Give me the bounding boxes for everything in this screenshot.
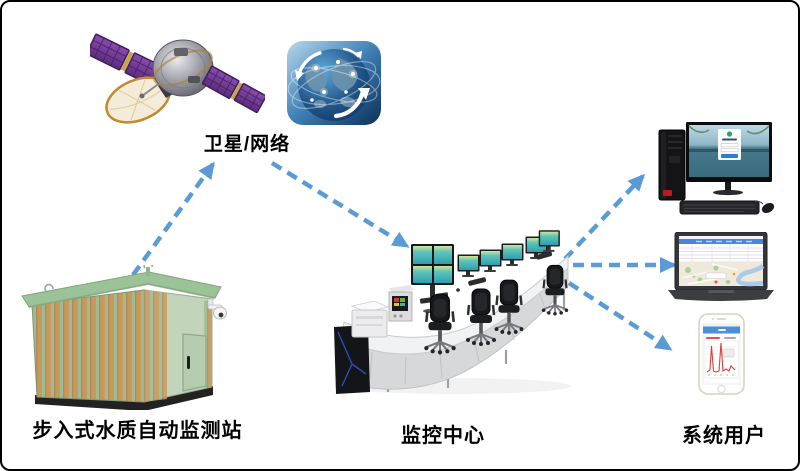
arrow-station-to-satellite <box>131 161 215 277</box>
arrow-center-to-phone <box>567 281 673 351</box>
satellite-network-label: 卫星/网络 <box>203 134 291 155</box>
login-card <box>718 129 741 160</box>
laptop-icon <box>668 232 774 301</box>
phone-chart <box>704 340 739 379</box>
monitoring-station-icon <box>21 265 227 410</box>
printer-icon <box>350 300 390 338</box>
monitoring-center-label: 监控中心 <box>401 425 485 447</box>
smartphone-icon <box>698 313 745 395</box>
arrow-center-to-desktop <box>563 173 646 261</box>
desktop-computer-icon <box>658 122 775 215</box>
arrow-satellite-to-center <box>270 161 410 248</box>
system-users-label: 系统用户 <box>682 425 766 447</box>
network-globe-icon <box>287 41 381 125</box>
satellite-icon <box>90 33 265 124</box>
control-room-icon <box>334 230 571 394</box>
monitoring-station-label: 步入式水质自动监测站 <box>32 420 243 442</box>
cctv-camera-icon <box>207 298 227 320</box>
control-device-icon <box>388 285 414 322</box>
station-door <box>182 333 207 392</box>
